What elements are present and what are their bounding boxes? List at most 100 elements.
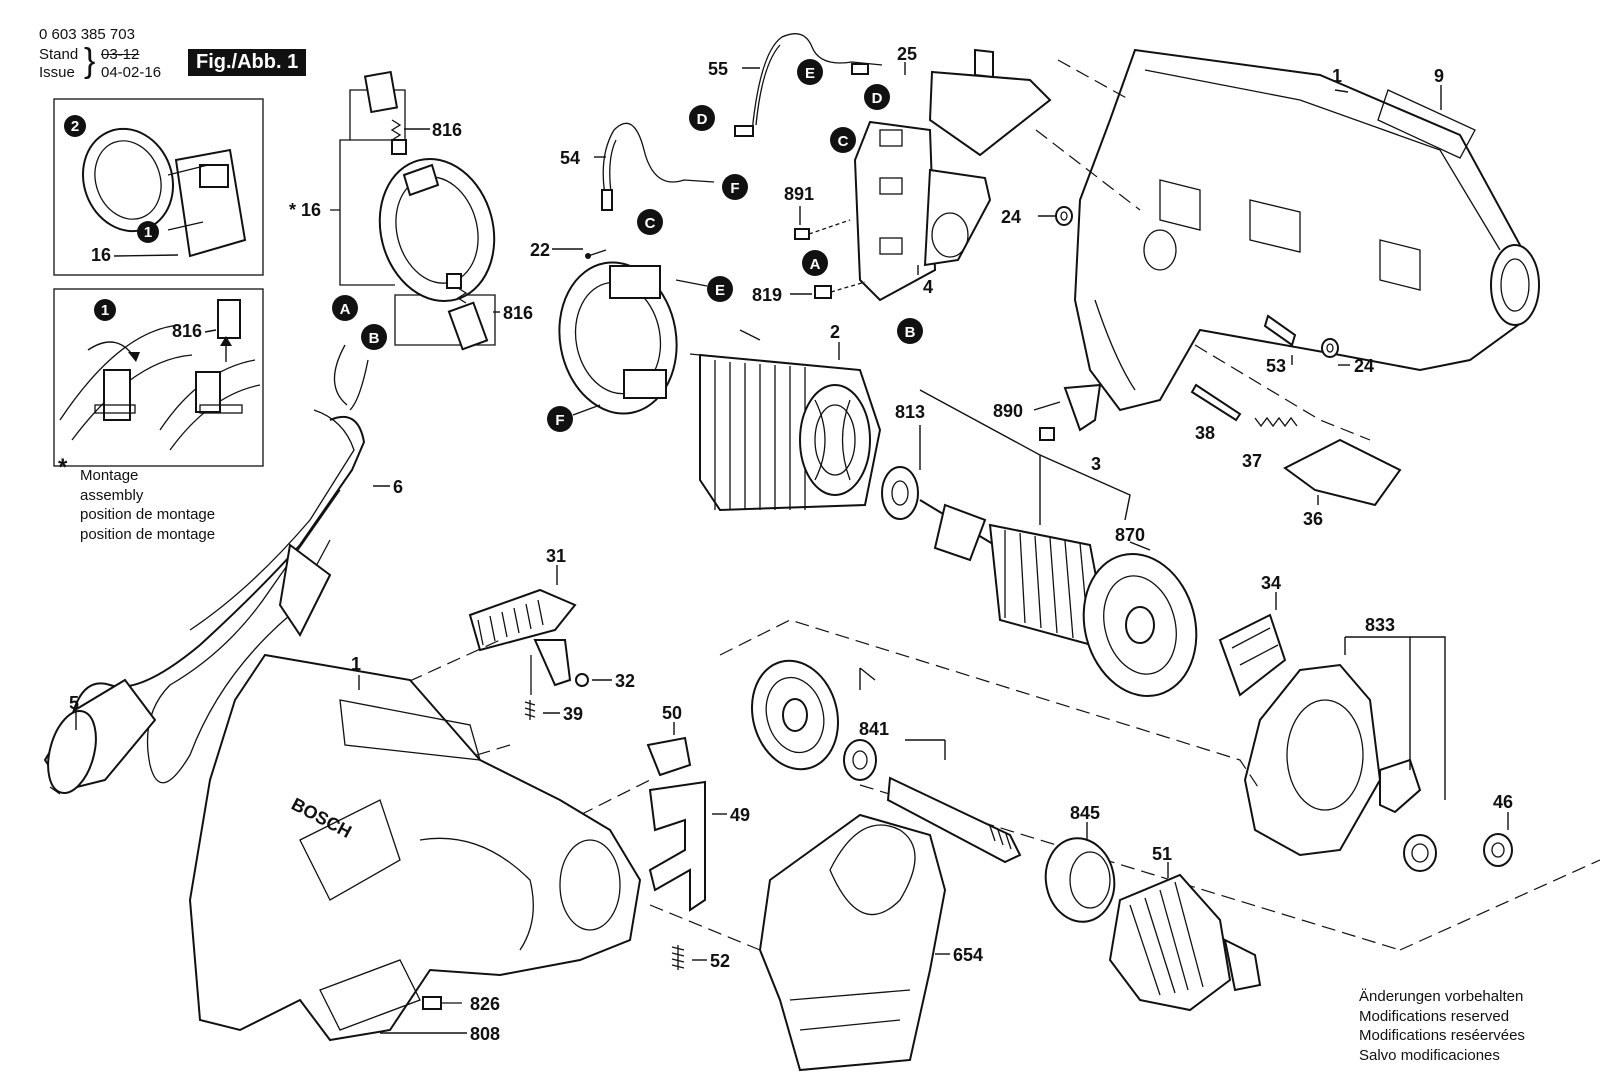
footer-note-line: Modifications reséervées	[1359, 1027, 1525, 1044]
part-label-16-star: *	[289, 200, 296, 220]
issue-value: 04-02-16	[101, 64, 162, 81]
wire-54	[601, 122, 715, 211]
part-label-24: 24	[1001, 207, 1021, 227]
doc-number: 0 603 385 703	[39, 26, 135, 43]
ring-24	[1055, 206, 1073, 226]
connector-d-marker: D	[689, 105, 715, 131]
bearing-845	[1044, 837, 1116, 923]
part-label-808: 808	[470, 1024, 500, 1044]
nut-46	[1483, 833, 1513, 867]
part-label-50: 50	[662, 703, 682, 723]
svg-text:1: 1	[144, 224, 152, 241]
cover-25	[928, 48, 1052, 157]
part-label-891: 891	[784, 184, 814, 204]
screw-819	[814, 281, 866, 299]
brush-ring	[558, 249, 678, 415]
part-label-2: 2	[830, 322, 840, 342]
part-label-654: 654	[953, 945, 983, 965]
part-label-36: 36	[1303, 509, 1323, 529]
assembly-note: Montage assembly position de montage pos…	[80, 466, 215, 544]
connector-f-marker: F	[547, 406, 573, 432]
connector-f-marker: F	[722, 174, 748, 200]
screw-826	[422, 996, 462, 1010]
assembly-star: *	[58, 454, 68, 481]
spring-clip-53	[1263, 314, 1297, 347]
bearing-813	[881, 466, 919, 520]
svg-text:B: B	[905, 324, 916, 341]
connector-c-marker: C	[830, 127, 856, 153]
power-cord	[43, 344, 369, 795]
part-label-3: 3	[1091, 454, 1101, 474]
svg-text:A: A	[340, 301, 351, 318]
stand-value: 03-12	[101, 46, 140, 63]
armature	[919, 499, 1198, 697]
part-label-54: 54	[560, 148, 580, 168]
part-label-4: 4	[923, 277, 933, 297]
part-label-1: 1	[1332, 66, 1342, 86]
issue-label: Issue	[39, 64, 75, 81]
assembly-note-line: position de montage	[80, 506, 216, 523]
lever-890	[1039, 383, 1102, 441]
spring-52	[671, 945, 685, 970]
part-label-816: 816	[432, 120, 462, 140]
connector-e-marker: E	[707, 276, 733, 302]
part-label-25: 25	[897, 44, 917, 64]
figure-label: Fig./Abb. 1	[188, 49, 307, 76]
field-stator	[689, 329, 882, 512]
spring-39	[524, 700, 536, 720]
part-label-49: 49	[730, 805, 750, 825]
part-label-826: 826	[470, 994, 500, 1014]
step-2-marker: 2	[64, 115, 86, 137]
part-label-53: 53	[1266, 356, 1286, 376]
svg-text:B: B	[369, 330, 380, 347]
footer-note-line: Änderungen vorbehalten	[1359, 988, 1524, 1005]
button-50	[646, 736, 692, 777]
part-label-816: 816	[503, 303, 533, 323]
part-label-32: 32	[615, 671, 635, 691]
connector-b-marker: B	[361, 324, 387, 350]
svg-text:A: A	[810, 256, 821, 273]
step-1-marker: 1	[137, 221, 159, 243]
assembly-note-line: assembly	[80, 486, 144, 504]
step-1-marker: 1	[94, 299, 116, 321]
drill-housing-front	[188, 653, 642, 1042]
stand-label: Stand	[39, 46, 79, 63]
part-label-38: 38	[1195, 423, 1215, 443]
part-label-819: 819	[752, 285, 782, 305]
pin-38	[1190, 383, 1242, 422]
gear-housing-833	[1243, 663, 1437, 872]
part-label-39: 39	[563, 704, 583, 724]
part-label-34: 34	[1261, 573, 1281, 593]
footer-note: Änderungen vorbehalten Modifications res…	[1359, 987, 1525, 1065]
part-label-813: 813	[895, 402, 925, 422]
part-label-1: 1	[351, 654, 361, 674]
svg-text:D: D	[697, 111, 708, 128]
svg-text:C: C	[645, 215, 656, 232]
connector-a-marker: A	[332, 295, 358, 321]
connector-e-marker: E	[797, 59, 823, 85]
ring-32	[575, 673, 589, 687]
part-label-6: 6	[393, 477, 403, 497]
part-label-841: 841	[859, 719, 889, 739]
part-label-890: 890	[993, 401, 1023, 421]
part-label-24: 24	[1354, 356, 1374, 376]
connector-d-marker: D	[864, 84, 890, 110]
footer-note-line: Modifications reserved	[1359, 1007, 1510, 1025]
part-label-51: 51	[1152, 844, 1172, 864]
wire-55	[734, 33, 883, 137]
clip-34	[1218, 613, 1287, 697]
part-label-55: 55	[708, 59, 728, 79]
switch-4	[853, 120, 992, 302]
brace-glyph: }	[84, 42, 96, 80]
gear-841	[751, 659, 1022, 864]
trigger-31	[468, 588, 577, 695]
aux-handle-654	[758, 813, 947, 1072]
footer-note-line: Salvo modificaciones	[1359, 1046, 1500, 1064]
slider-36	[1283, 438, 1402, 507]
part-label-37: 37	[1242, 451, 1262, 471]
svg-text:C: C	[838, 133, 849, 150]
plate-49	[648, 780, 706, 912]
chuck-51	[1108, 873, 1262, 1012]
svg-text:D: D	[872, 90, 883, 107]
